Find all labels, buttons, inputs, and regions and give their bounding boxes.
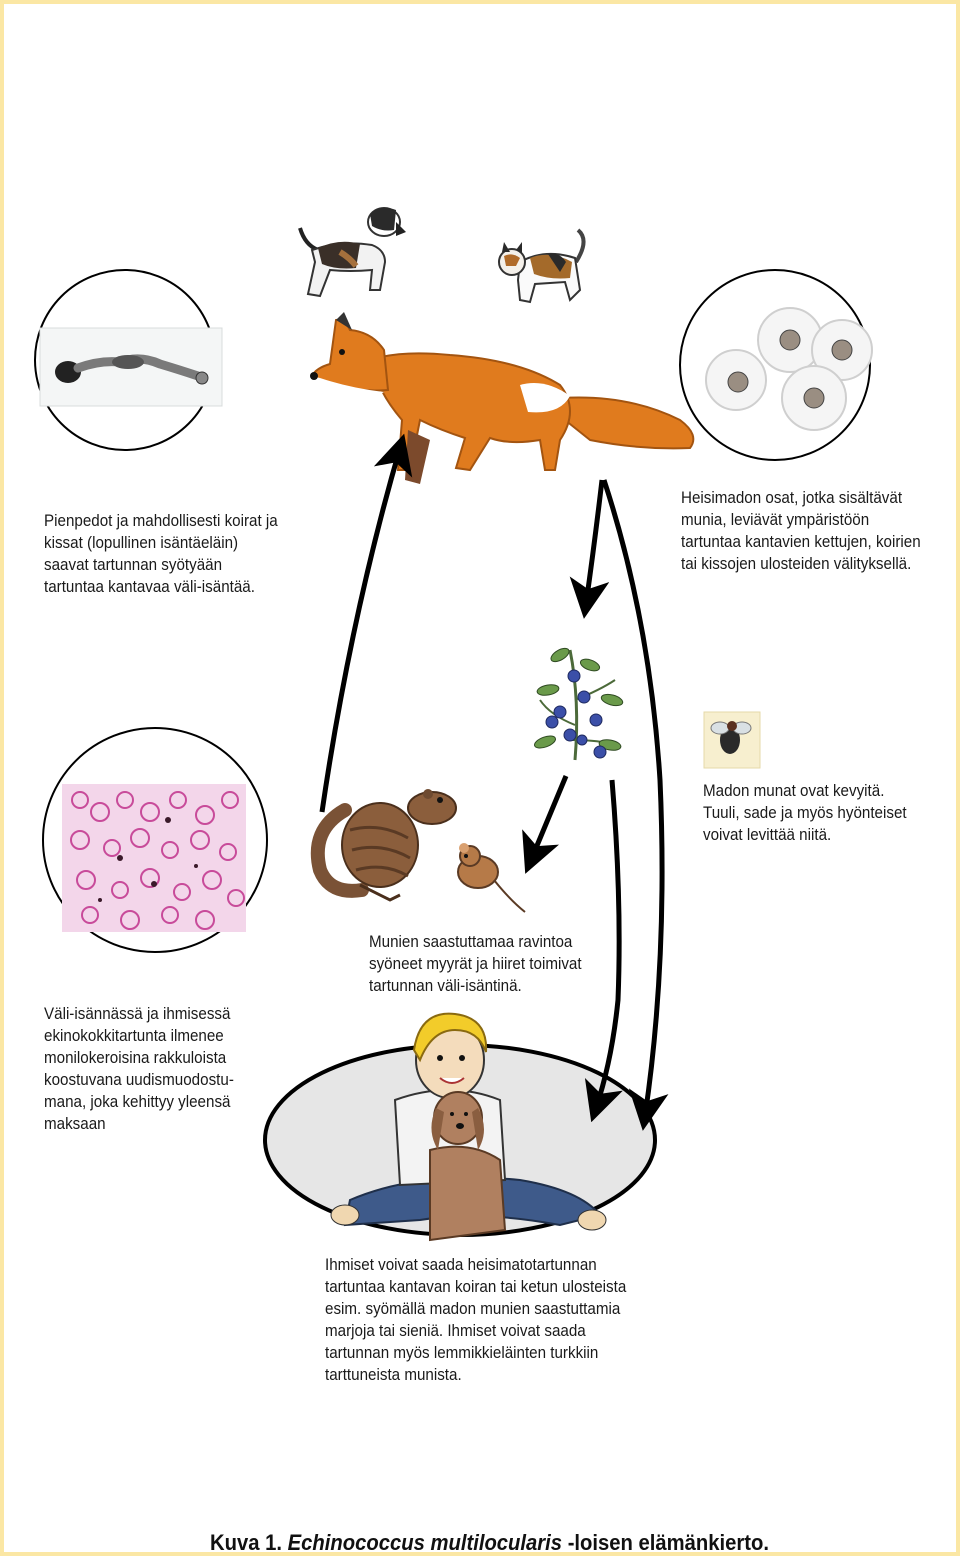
fox-icon: [310, 312, 695, 484]
fly-icon: [703, 711, 761, 769]
text-light-eggs: Madon munat ovat kevyitä. Tuuli, sade ja…: [703, 782, 907, 844]
eggs-circle: [679, 269, 873, 461]
figure-caption: Kuva 1. Echinococcus multilocularis -loi…: [210, 1530, 769, 1556]
text-eggs-spread: Heisimadon osat, jotka sisältävät munia,…: [681, 489, 921, 573]
vole-icon: [310, 789, 457, 902]
puppy-icon: [429, 1091, 507, 1242]
dog-icon: [298, 207, 406, 298]
tapeworm-circle: [34, 269, 223, 451]
text-intermediate-host: Väli-isännässä ja ihmisessä ekinokokkita…: [44, 1005, 234, 1133]
tissue-icon: [62, 784, 246, 932]
caption-species: Echinococcus multilocularis: [287, 1530, 563, 1555]
text-final-host: Pienpedot ja mahdollisesti koirat ja kis…: [44, 512, 278, 596]
tissue-circle: [42, 727, 268, 953]
text-humans: Ihmiset voivat saada heisimatotartunnan …: [325, 1256, 627, 1384]
arrow-fox-to-human: [601, 479, 669, 1131]
eggs-icon: [705, 307, 873, 431]
arrow-to-rodents: [522, 775, 569, 874]
cat-icon: [498, 228, 586, 304]
mouse-icon: [457, 843, 526, 913]
arrow-to-berries: [569, 479, 610, 619]
tapeworm-icon: [55, 354, 209, 385]
caption-prefix: Kuva 1.: [210, 1530, 288, 1555]
text-rodents: Munien saastuttamaa ravintoa syöneet myy…: [369, 933, 582, 995]
arrow-to-fox: [319, 433, 413, 813]
blueberry-icon: [534, 647, 624, 761]
caption-suffix: -loisen elämänkierto.: [562, 1530, 770, 1555]
arrow-berries-to-human: [584, 779, 623, 1123]
